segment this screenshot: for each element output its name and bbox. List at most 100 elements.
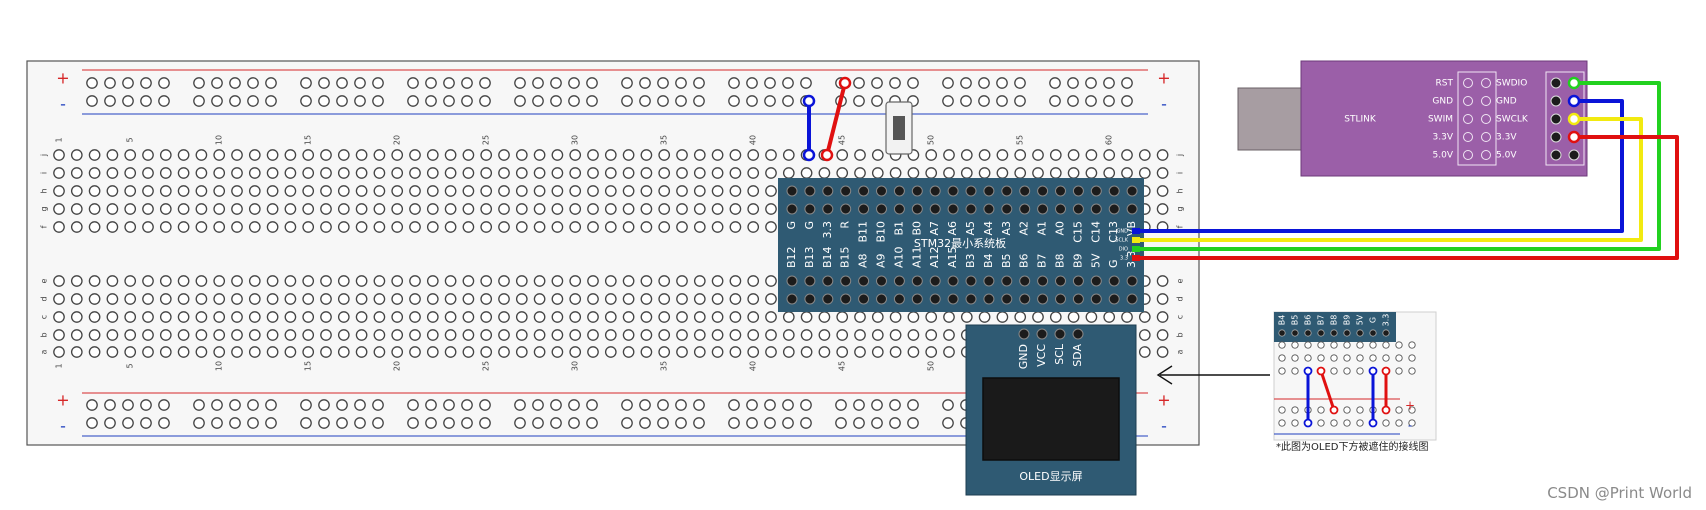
breadboard-hole	[106, 329, 119, 341]
breadboard-hole	[302, 329, 315, 341]
breadboard-hole	[621, 399, 633, 411]
breadboard-hole	[978, 167, 991, 179]
breadboard-hole	[104, 95, 116, 107]
breadboard-hole	[336, 77, 348, 89]
row-letter: i	[40, 172, 49, 174]
breadboard-hole	[53, 167, 65, 179]
breadboard-hole	[747, 311, 760, 323]
breadboard-hole	[409, 346, 421, 358]
breadboard-hole	[124, 167, 137, 179]
breadboard-hole	[122, 77, 134, 89]
stlink-pin	[1481, 132, 1491, 142]
breadboard-hole	[604, 221, 617, 233]
breadboard-hole	[177, 203, 190, 215]
breadboard-hole	[498, 203, 510, 215]
breadboard-hole	[764, 417, 776, 429]
breadboard-hole	[551, 167, 564, 179]
breadboard-hole	[943, 149, 955, 161]
breadboard-hole	[533, 293, 546, 305]
breadboard-hole	[622, 167, 635, 179]
breadboard-hole	[729, 185, 742, 197]
breadboard-hole	[818, 167, 831, 179]
breadboard-hole	[266, 293, 279, 305]
breadboard-hole	[765, 329, 777, 341]
breadboard-hole	[444, 293, 457, 305]
header-pin	[858, 185, 870, 197]
breadboard-hole	[729, 293, 742, 305]
breadboard-hole	[480, 275, 493, 287]
breadboard-hole	[658, 185, 671, 197]
breadboard-hole	[124, 275, 137, 287]
breadboard-hole	[337, 275, 350, 287]
breadboard-hole	[195, 293, 208, 305]
breadboard-hole	[693, 221, 706, 233]
inset-hole	[1395, 406, 1403, 414]
breadboard-hole	[444, 185, 457, 197]
breadboard-hole	[621, 77, 633, 89]
breadboard-hole	[247, 95, 259, 107]
breadboard-hole	[142, 167, 154, 179]
breadboard-hole	[425, 399, 437, 411]
usb-plug	[1237, 87, 1303, 151]
inset-wire-endpoint	[1303, 418, 1313, 428]
breadboard-hole	[355, 311, 368, 323]
breadboard-hole	[355, 293, 368, 305]
breadboard-hole	[693, 95, 705, 107]
breadboard-hole	[480, 346, 493, 358]
breadboard-hole	[426, 167, 439, 179]
breadboard-hole	[70, 149, 83, 161]
breadboard-hole	[213, 346, 226, 358]
breadboard-hole	[302, 346, 315, 358]
breadboard-hole	[248, 275, 261, 287]
inset-minus-sign: -	[1408, 419, 1412, 433]
breadboard-hole	[639, 77, 651, 89]
breadboard-hole	[320, 221, 332, 233]
breadboard-hole	[836, 167, 849, 179]
column-number: 15	[304, 135, 313, 145]
breadboard-hole	[462, 221, 475, 233]
breadboard-hole	[693, 399, 705, 411]
breadboard-hole	[836, 311, 849, 323]
breadboard-hole	[337, 293, 350, 305]
breadboard-hole	[70, 311, 83, 323]
breadboard-hole	[622, 346, 635, 358]
breadboard-hole	[765, 311, 777, 323]
inset-hole	[1395, 367, 1403, 375]
header-pin	[1037, 293, 1049, 305]
breadboard-hole	[248, 329, 261, 341]
breadboard-hole	[213, 185, 226, 197]
breadboard-hole	[106, 149, 119, 161]
breadboard-hole	[461, 77, 473, 89]
header-pin	[1037, 185, 1049, 197]
breadboard-hole	[337, 346, 350, 358]
breadboard-hole	[88, 275, 101, 287]
breadboard-hole	[657, 77, 669, 89]
rail-plus-sign: +	[56, 391, 69, 410]
breadboard-hole	[676, 167, 688, 179]
breadboard-hole	[729, 311, 742, 323]
pin-label: A5	[964, 221, 977, 236]
breadboard-hole	[140, 77, 152, 89]
breadboard-hole	[320, 167, 332, 179]
breadboard-hole	[159, 275, 172, 287]
rail-minus-sign: -	[60, 95, 66, 114]
stm32-title: STM32最小系统板	[914, 236, 1006, 250]
breadboard-hole	[248, 221, 261, 233]
breadboard-hole	[622, 311, 635, 323]
breadboard-hole	[515, 185, 528, 197]
breadboard-hole	[88, 293, 101, 305]
breadboard-hole	[266, 203, 279, 215]
breadboard-hole	[800, 311, 813, 323]
breadboard-hole	[854, 311, 866, 323]
breadboard-hole	[106, 311, 119, 323]
breadboard-hole	[889, 311, 902, 323]
inset-hole	[1408, 354, 1416, 362]
breadboard-hole	[247, 417, 259, 429]
breadboard-hole	[461, 417, 473, 429]
row-letter: h	[40, 188, 49, 193]
breadboard-hole	[1014, 149, 1027, 161]
breadboard-hole	[1049, 149, 1062, 161]
breadboard-hole	[70, 293, 83, 305]
stlink-pin-label: 5.0V	[1433, 151, 1454, 161]
breadboard-hole	[1085, 149, 1098, 161]
